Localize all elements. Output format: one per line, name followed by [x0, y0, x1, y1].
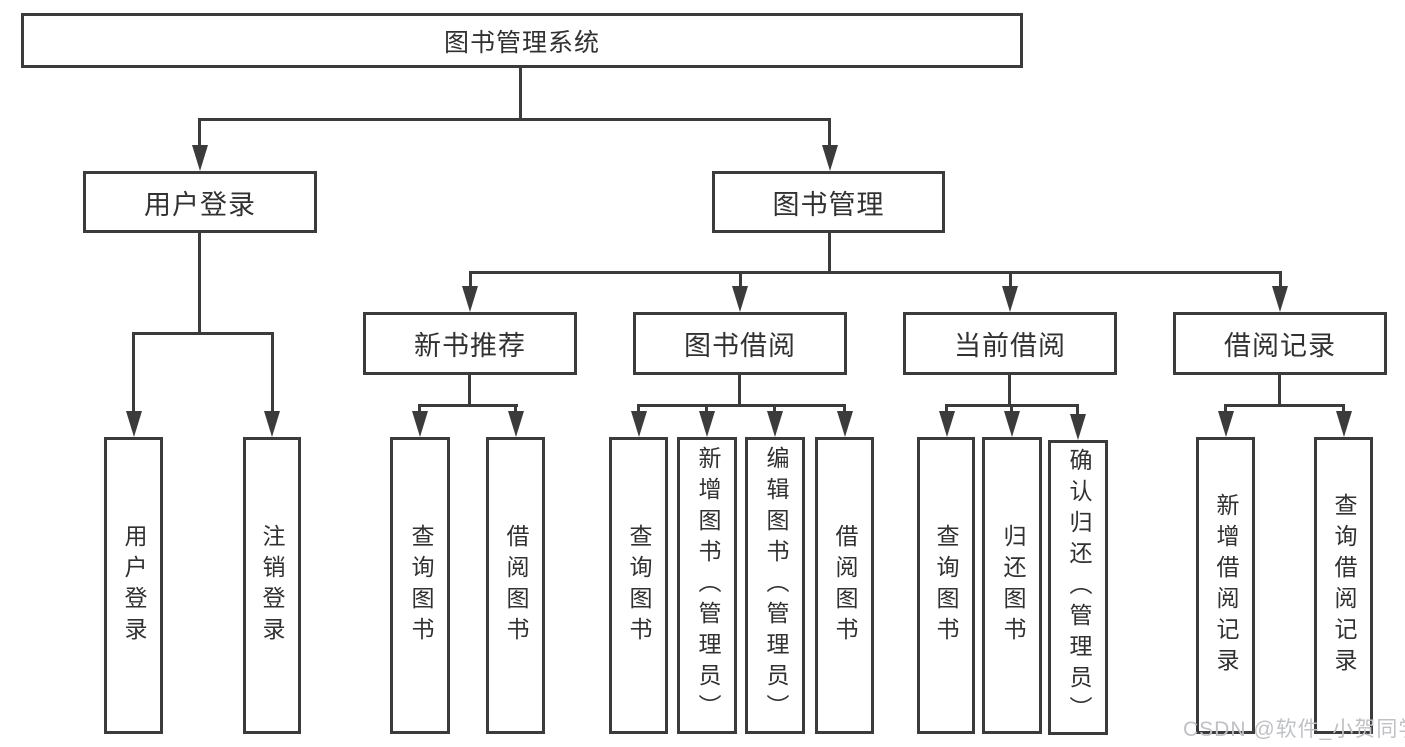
- arrow-sec4-leaf-1: [1218, 411, 1234, 437]
- leaf-borrow-books-2: 借阅图书: [815, 437, 874, 734]
- leaf-borrow-books-1: 借阅图书: [486, 437, 545, 734]
- arrow-sec3-leaf-1: [939, 411, 955, 437]
- connector-sec1-branch-2: [514, 404, 517, 416]
- connector-to-user-login: [198, 118, 201, 148]
- connector-login-branch-1: [132, 332, 135, 414]
- leaf-query-books-3: 查询图书: [917, 437, 975, 734]
- connector-sec2-branch-4: [843, 404, 846, 416]
- connector-sec2-branch-1: [637, 404, 640, 416]
- node-new-book-recommend: 新书推荐: [363, 312, 577, 375]
- csdn-watermark: CSDN @软件_小贺同学: [1183, 718, 1405, 741]
- connector-sec1-branch-1: [418, 404, 421, 416]
- connector-sec4-stem: [1278, 375, 1281, 407]
- leaf-add-books-admin: 新增图书（管理员）: [677, 437, 737, 734]
- connector-mgmt-branch-1: [469, 271, 472, 291]
- leaf-edit-books-admin: 编辑图书（管理员）: [745, 437, 805, 734]
- connector-sec4-split: [1224, 404, 1345, 407]
- leaf-query-books-1: 查询图书: [390, 437, 450, 734]
- node-book-borrow-label: 图书借阅: [684, 331, 796, 361]
- node-user-login-label: 用户登录: [144, 189, 256, 220]
- arrow-to-user-login: [192, 145, 208, 171]
- arrow-sec1-leaf-2: [508, 411, 524, 437]
- connector-to-book-management: [828, 118, 831, 148]
- connector-login-split: [132, 332, 274, 335]
- connector-sec3-branch-1: [945, 404, 948, 416]
- arrow-current-borrow: [1002, 286, 1018, 312]
- connector-sec3-branch-2: [1010, 404, 1013, 416]
- node-new-book-recommend-label: 新书推荐: [414, 331, 526, 361]
- node-book-management: 图书管理: [712, 171, 945, 233]
- connector-root-split: [198, 118, 831, 121]
- arrow-book-borrow: [732, 286, 748, 312]
- node-book-management-label: 图书管理: [772, 189, 885, 220]
- connector-login-branch-2: [271, 332, 274, 414]
- arrow-sec2-leaf-4: [837, 411, 853, 437]
- connector-sec1-split: [418, 404, 518, 407]
- leaf-logout: 注销登录: [243, 437, 301, 734]
- connector-mgmt-split: [469, 271, 1282, 274]
- connector-sec2-branch-3: [773, 404, 776, 416]
- node-user-login: 用户登录: [83, 171, 317, 233]
- leaf-confirm-return-admin: 确认归还（管理员）: [1048, 440, 1108, 735]
- arrow-sec2-leaf-1: [631, 411, 647, 437]
- connector-mgmt-stem: [828, 233, 831, 273]
- connector-sec4-branch-1: [1224, 404, 1227, 416]
- leaf-return-books: 归还图书: [982, 437, 1042, 734]
- node-root-system: 图书管理系统: [21, 13, 1023, 68]
- connector-sec1-stem: [468, 375, 471, 407]
- arrow-to-book-management: [822, 145, 838, 171]
- connector-sec2-stem: [738, 375, 741, 407]
- leaf-user-login: 用户登录: [104, 437, 163, 734]
- arrow-leaf-logout: [264, 411, 280, 437]
- arrow-sec4-leaf-2: [1336, 411, 1352, 437]
- leaf-add-borrow-record: 新增借阅记录: [1196, 437, 1255, 734]
- connector-sec3-stem: [1008, 375, 1011, 407]
- node-borrow-records-label: 借阅记录: [1224, 331, 1336, 361]
- leaf-query-books-2: 查询图书: [609, 437, 668, 734]
- connector-mgmt-branch-3: [1009, 271, 1012, 291]
- arrow-sec2-leaf-2: [699, 411, 715, 437]
- node-current-borrow-label: 当前借阅: [954, 331, 1066, 361]
- arrow-sec3-leaf-2: [1004, 411, 1020, 437]
- arrow-sec1-leaf-1: [412, 411, 428, 437]
- arrow-sec2-leaf-3: [767, 411, 783, 437]
- connector-sec2-split: [637, 404, 846, 407]
- connector-sec4-branch-2: [1342, 404, 1345, 416]
- leaf-query-borrow-record: 查询借阅记录: [1314, 437, 1373, 734]
- arrow-new-book-recommend: [462, 286, 478, 312]
- arrow-borrow-records: [1272, 286, 1288, 312]
- arrow-sec3-leaf-3: [1070, 414, 1086, 440]
- connector-sec3-branch-3: [1076, 404, 1079, 418]
- connector-mgmt-branch-4: [1279, 271, 1282, 291]
- node-borrow-records: 借阅记录: [1173, 312, 1387, 375]
- node-current-borrow: 当前借阅: [903, 312, 1117, 375]
- connector-sec2-branch-2: [705, 404, 708, 416]
- node-book-borrow: 图书借阅: [633, 312, 847, 375]
- connector-root-stem: [519, 68, 522, 120]
- connector-login-stem: [198, 233, 201, 334]
- arrow-leaf-user-login: [126, 411, 142, 437]
- node-root-label: 图书管理系统: [443, 28, 600, 57]
- connector-mgmt-branch-2: [739, 271, 742, 291]
